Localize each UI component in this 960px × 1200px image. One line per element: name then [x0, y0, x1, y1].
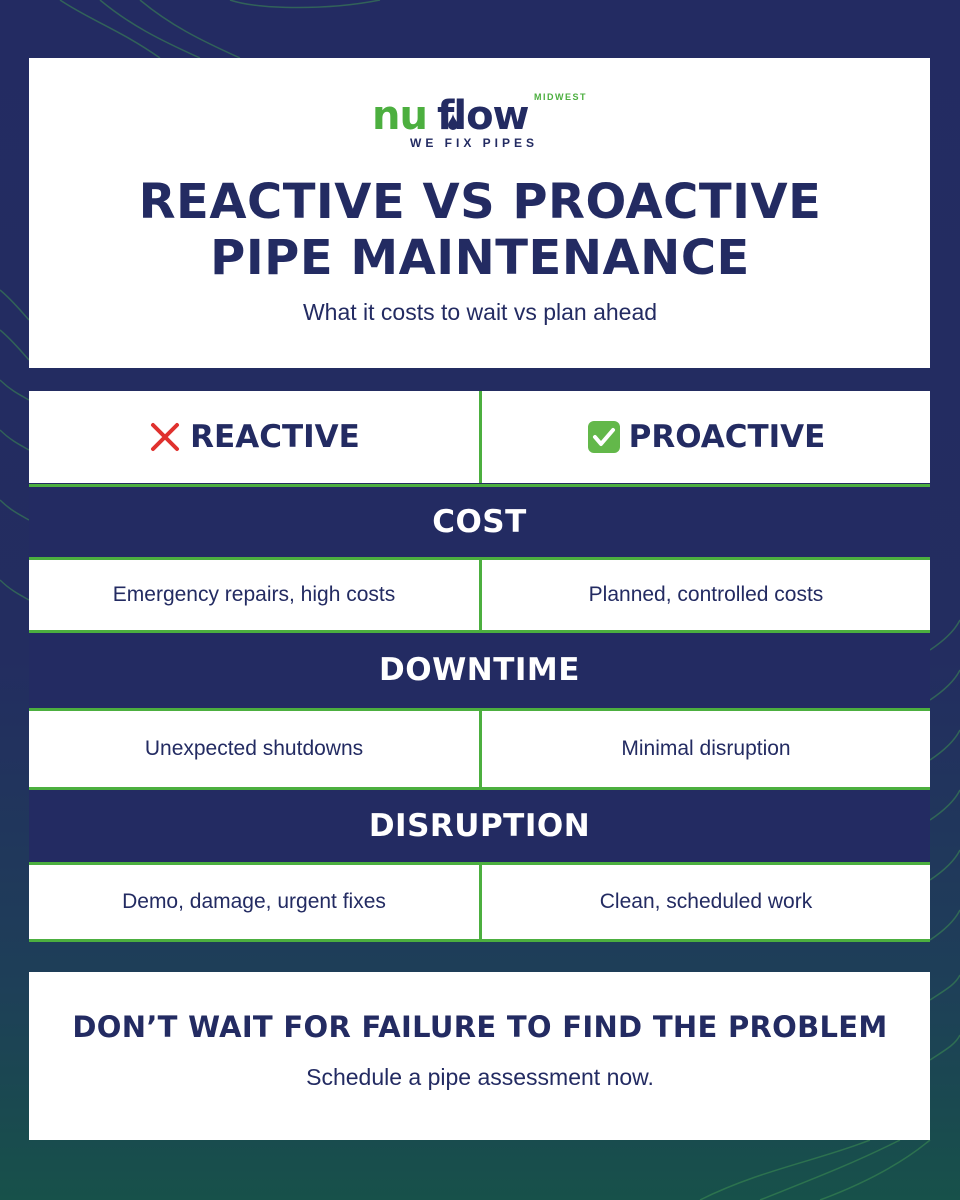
logo-tagline: WE FIX PIPES — [410, 136, 539, 150]
cta-subtext: Schedule a pipe assessment now. — [306, 1064, 654, 1090]
comparison-row-cost: Emergency repairs, high costs Planned, c… — [29, 557, 930, 633]
row-divider — [479, 865, 482, 939]
logo-flow: flow — [436, 93, 530, 139]
section-heading-downtime: DOWNTIME — [29, 633, 930, 708]
logo-nu: nu — [372, 93, 428, 139]
green-check-icon — [587, 421, 620, 453]
cta-heading: DON’T WAIT FOR FAILURE TO FIND THE PROBL… — [72, 1010, 888, 1044]
row-divider — [479, 560, 482, 630]
page-subtitle: What it costs to wait vs plan ahead — [302, 299, 658, 325]
red-x-icon — [151, 423, 180, 451]
section-heading-cost: COST — [29, 484, 930, 557]
column-header-reactive: REACTIVE — [29, 391, 479, 483]
reactive-downtime-text: Unexpected shutdowns — [144, 737, 364, 760]
column-label-proactive: PROACTIVE — [628, 419, 826, 455]
comparison-row-disruption: Demo, damage, urgent fixes Clean, schedu… — [29, 862, 930, 942]
proactive-cost-text: Planned, controlled costs — [588, 583, 824, 606]
proactive-disruption-text: Clean, scheduled work — [599, 890, 813, 913]
column-label-reactive: REACTIVE — [190, 419, 360, 455]
page-title-line2: PIPE MAINTENANCE — [210, 230, 750, 286]
page-title-line1: REACTIVE VS PROACTIVE — [138, 174, 822, 230]
row-divider — [479, 711, 482, 787]
water-drop-icon — [448, 114, 458, 130]
comparison-row-downtime: Unexpected shutdowns Minimal disruption — [29, 708, 930, 790]
column-header-proactive: PROACTIVE — [482, 391, 930, 483]
proactive-downtime-text: Minimal disruption — [621, 737, 791, 760]
column-divider — [479, 391, 482, 483]
reactive-cost-text: Emergency repairs, high costs — [112, 583, 396, 606]
reactive-disruption-text: Demo, damage, urgent fixes — [122, 890, 386, 913]
cta-panel — [29, 972, 930, 1140]
section-heading-disruption: DISRUPTION — [29, 790, 930, 862]
logo-region: MIDWEST — [534, 92, 587, 102]
header-panel — [29, 58, 930, 368]
